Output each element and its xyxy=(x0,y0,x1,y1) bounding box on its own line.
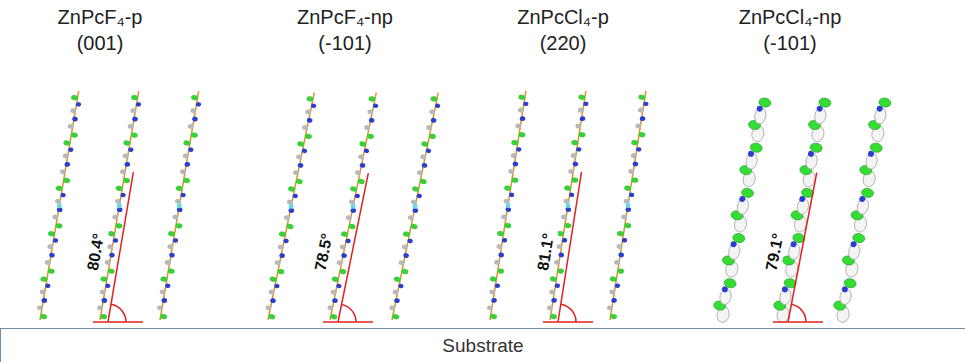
panel-title: ZnPcF₄-np xyxy=(297,6,393,29)
panel-title: (-101) xyxy=(763,32,816,55)
panel-title: (-101) xyxy=(318,32,371,55)
panel-title: ZnPcCl₄-np xyxy=(739,6,842,29)
substrate-band: Substrate xyxy=(0,328,965,362)
panel-title: (220) xyxy=(540,32,587,55)
angle-label: 79.1° xyxy=(762,230,788,274)
panel-title: ZnPcCl₄-p xyxy=(517,6,609,29)
angle-label: 81.1° xyxy=(534,230,558,274)
substrate-label: Substrate xyxy=(442,335,523,357)
panel-title: ZnPcF₄-p xyxy=(58,6,143,29)
angle-label: 80.4° xyxy=(84,230,109,274)
panel-title: (001) xyxy=(77,32,124,55)
angle-label: 78.5° xyxy=(311,230,337,274)
